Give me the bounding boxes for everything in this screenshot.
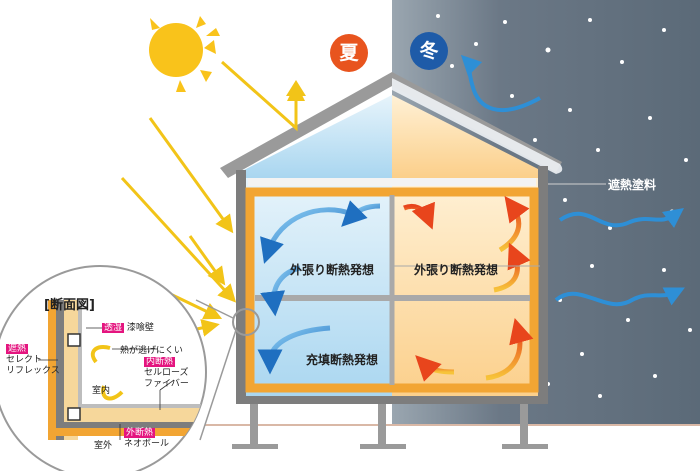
heat-escape-label: 熱が逃げにくい	[120, 346, 183, 356]
cellulose-label: 内断熱 セルローズ ファイバー	[144, 357, 189, 390]
indoor-label: 室内	[92, 386, 111, 396]
foundation-posts	[232, 404, 548, 449]
plaster-wall-label: 透湿 漆喰壁	[102, 320, 154, 333]
section-title: [断面図]	[44, 298, 95, 313]
winter-attic	[392, 95, 540, 178]
outer-insulation-winter-label: 外張り断熱発想	[414, 263, 499, 277]
right-wall	[538, 166, 548, 402]
insulation-frame	[245, 187, 539, 393]
neoboard-label: 外断熱 ネオボール	[124, 428, 169, 450]
select-reflex-label: 遮熱 セレクト リフレックス	[6, 344, 60, 377]
neoboard-text: ネオボール	[124, 439, 170, 449]
winter-badge: 冬	[410, 32, 448, 70]
summer-badge: 夏	[330, 34, 368, 72]
ceiling-band	[248, 178, 536, 186]
inner-insulation-tag: 内断熱	[144, 357, 176, 367]
zoom-focus-circle	[232, 308, 260, 336]
outdoor-label: 室外	[94, 441, 113, 451]
zoom-connector	[195, 299, 234, 319]
heat-arrow	[286, 80, 306, 96]
heat-arrow	[403, 195, 534, 382]
cellulose-text: セルローズ ファイバー	[144, 368, 189, 389]
select-reflex-text: セレクト リフレックス	[6, 355, 60, 376]
plaster-wall-text: 漆喰壁	[126, 323, 154, 333]
shading-paint-label: 遮熱塗料	[608, 178, 657, 192]
summer-attic	[244, 95, 392, 178]
air-flow-arrow	[460, 54, 685, 307]
breathable-tag: 透湿	[102, 323, 125, 333]
section-leaders	[38, 327, 175, 440]
air-flow-arrow	[257, 200, 381, 375]
outer-insulation-summer-label: 外張り断熱発想	[290, 263, 375, 277]
left-wall	[236, 170, 246, 402]
zoom-connector	[199, 329, 237, 441]
floor-slab	[236, 396, 548, 404]
fill-insulation-label: 充填断熱発想	[306, 353, 379, 367]
snowflake-dots	[436, 14, 692, 398]
shade-tag: 遮熱	[6, 344, 29, 354]
outer-insulation-tag: 外断熱	[124, 428, 156, 438]
snow-on-roof	[392, 78, 563, 174]
sun-icon	[149, 16, 220, 92]
